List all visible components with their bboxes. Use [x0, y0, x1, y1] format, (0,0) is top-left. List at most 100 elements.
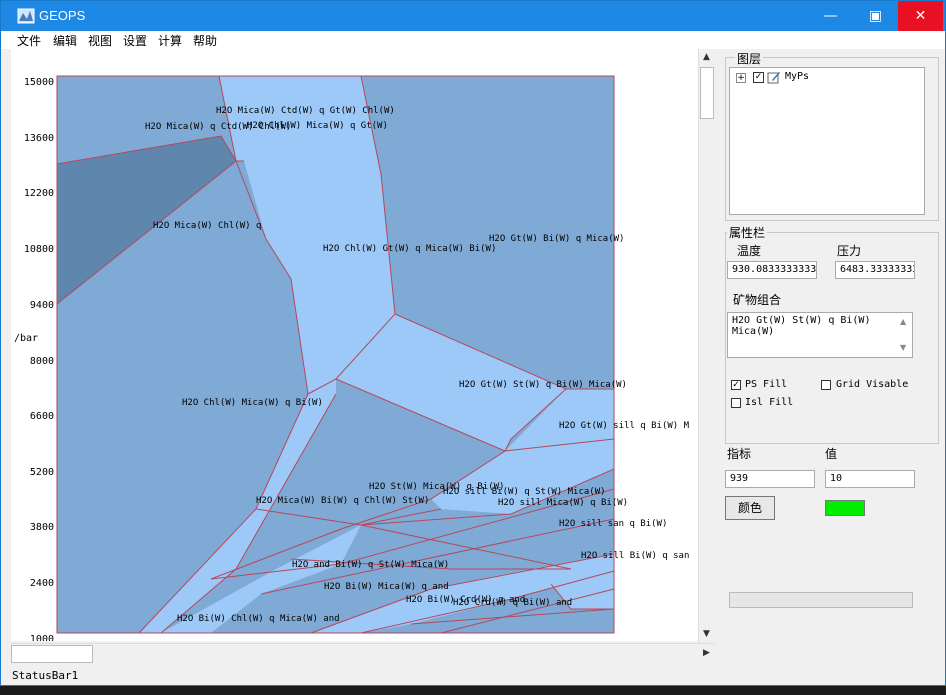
menu-bar: 文件 编辑 视图 设置 计算 帮助 [1, 31, 945, 49]
y-tick-label: 6600 [30, 411, 54, 422]
field-narrow-band [139, 379, 336, 633]
properties-title: 属性栏 [727, 224, 768, 241]
title-bar[interactable]: GEOPS — ▣ ✕ [1, 1, 945, 31]
field-label: H2O Mica(W) Chl(W) q [153, 221, 261, 231]
layers-title: 图层 [735, 50, 764, 67]
boundary-line [504, 438, 615, 452]
value-field[interactable]: 10 [825, 470, 915, 488]
pseudosection-plot[interactable]: 15000 13600 12200 10800 9400 8000 6600 5… [11, 49, 699, 641]
assemblage-scroll-up[interactable]: ▲ [900, 317, 907, 326]
taskbar [0, 686, 946, 695]
y-tick-label: 5200 [30, 467, 54, 478]
boundary-line [335, 378, 506, 452]
horizontal-scroll-thumb[interactable] [11, 645, 93, 663]
boundary-line [210, 388, 567, 580]
menu-edit[interactable]: 编辑 [53, 34, 78, 48]
app-icon [17, 8, 35, 24]
properties-group [725, 232, 939, 444]
menu-help[interactable]: 帮助 [193, 34, 218, 48]
layers-group [725, 57, 939, 221]
y-tick-label: 10800 [24, 244, 54, 255]
index-label: 指标 [727, 447, 752, 461]
temperature-label: 温度 [737, 244, 762, 258]
menu-settings[interactable]: 设置 [123, 34, 148, 48]
isl-fill-checkbox[interactable] [731, 398, 741, 408]
maximize-button[interactable]: ▣ [868, 8, 883, 24]
field-upper-strip [431, 439, 614, 514]
value-label: 值 [825, 447, 838, 461]
scroll-up-arrow[interactable]: ▲ [703, 52, 710, 62]
field-label: H2O and Bi(W) q St(W) Mica(W) [292, 560, 449, 570]
field-label: H2O Chl(W) Gt(W) q Mica(W) Bi(W) [323, 244, 496, 254]
scroll-right-arrow[interactable]: ▶ [703, 648, 710, 658]
field-lower-left-strip [161, 525, 361, 633]
boundary-line [56, 135, 237, 305]
scroll-down-arrow[interactable]: ▼ [703, 629, 710, 639]
close-button[interactable]: ✕ [898, 1, 943, 31]
window-title: GEOPS [39, 8, 86, 23]
field-label: H2O Mica(W) q Ctd(W) Chl(W) [145, 122, 291, 132]
y-tick-label: 1000 [30, 634, 54, 641]
status-text: StatusBar1 [12, 669, 79, 682]
isl-fill-label: Isl Fill [745, 397, 794, 408]
assemblage-label: 矿物组合 [733, 293, 782, 307]
field-label: H2O Bi(W) Mica(W) q and [324, 582, 449, 592]
assemblage-scroll-down[interactable]: ▼ [900, 343, 907, 352]
y-tick-label: 3800 [30, 522, 54, 533]
boundary-line [360, 508, 442, 526]
menu-calculate[interactable]: 计算 [158, 34, 183, 48]
index-field[interactable]: 939 [725, 470, 815, 488]
layer-visible-checkbox[interactable]: ✓ [753, 72, 764, 83]
field-label: H2O sill Bi(W) q san [581, 551, 689, 561]
boundary-line [255, 508, 572, 570]
boundary-line [290, 558, 571, 570]
boundary-line [210, 488, 615, 580]
field-label: H2O Gt(W) Bi(W) q Mica(W) [489, 234, 624, 244]
color-button[interactable]: 颜色 [725, 496, 775, 520]
field-label: H2O Chl(W) Mica(W) q Gt(W) [247, 121, 388, 131]
progress-bar [729, 592, 913, 608]
boundary-line [550, 583, 614, 610]
layer-name[interactable]: MyPs [785, 71, 810, 82]
vertical-scroll-thumb[interactable] [700, 67, 714, 119]
y-tick-label: 8000 [30, 356, 54, 367]
field-chl-gt-q [219, 76, 395, 394]
field-label: H2O sill san q Bi(W) [559, 519, 667, 529]
field-label: H2O Crd(W) q Bi(W) and [453, 598, 572, 608]
plot-border [56, 75, 615, 634]
temperature-field[interactable]: 930.0833333333 [727, 261, 817, 279]
pressure-field[interactable]: 6483.3333333333 [835, 261, 915, 279]
boundary-line [260, 518, 615, 595]
expand-icon[interactable]: + [736, 73, 746, 83]
field-label: H2O Mica(W) Ctd(W) q Gt(W) Chl(W) [216, 106, 395, 116]
horizontal-scrollbar[interactable]: ▶ [11, 643, 715, 664]
field-label: H2O Bi(W) Chl(W) q Mica(W) and [177, 614, 340, 624]
boundary-line [160, 393, 337, 634]
layer-tree[interactable]: + ✓ MyPs [729, 67, 925, 215]
y-tick-label: 9400 [30, 300, 54, 311]
vertical-scrollbar[interactable]: ▲ ▼ [698, 49, 716, 643]
field-dark-wedge [57, 136, 236, 304]
field-right-strip [551, 569, 614, 609]
minimize-button[interactable]: — [823, 8, 838, 24]
boundary-line [360, 468, 615, 526]
y-tick-label: 13600 [24, 133, 54, 144]
grid-visible-label: Grid Visable [836, 379, 909, 390]
field-label: H2O sill Mica(W) q Bi(W) [498, 498, 628, 508]
menu-file[interactable]: 文件 [17, 34, 42, 48]
boundary-line [440, 588, 615, 634]
field-label: H2O Mica(W) Bi(W) q Chl(W) St(W) [256, 496, 429, 506]
color-swatch[interactable] [825, 500, 865, 516]
right-panel: 图层 + ✓ MyPs 属性栏 温度 压力 930.0833333333 648… [717, 49, 945, 685]
grid-visible-checkbox[interactable] [821, 380, 831, 390]
y-tick-label: 12200 [24, 188, 54, 199]
plot-canvas[interactable]: 15000 13600 12200 10800 9400 8000 6600 5… [11, 49, 699, 641]
field-label: H2O Gt(W) St(W) q Bi(W) Mica(W) [459, 380, 627, 390]
phase-boundaries [56, 75, 615, 634]
assemblage-field[interactable]: H2O Gt(W) St(W) q Bi(W) Mica(W) [727, 312, 913, 358]
pressure-label: 压力 [837, 244, 862, 258]
field-gt-st-q [336, 314, 566, 451]
menu-view[interactable]: 视图 [88, 34, 113, 48]
ps-fill-checkbox[interactable]: ✓ [731, 380, 741, 390]
